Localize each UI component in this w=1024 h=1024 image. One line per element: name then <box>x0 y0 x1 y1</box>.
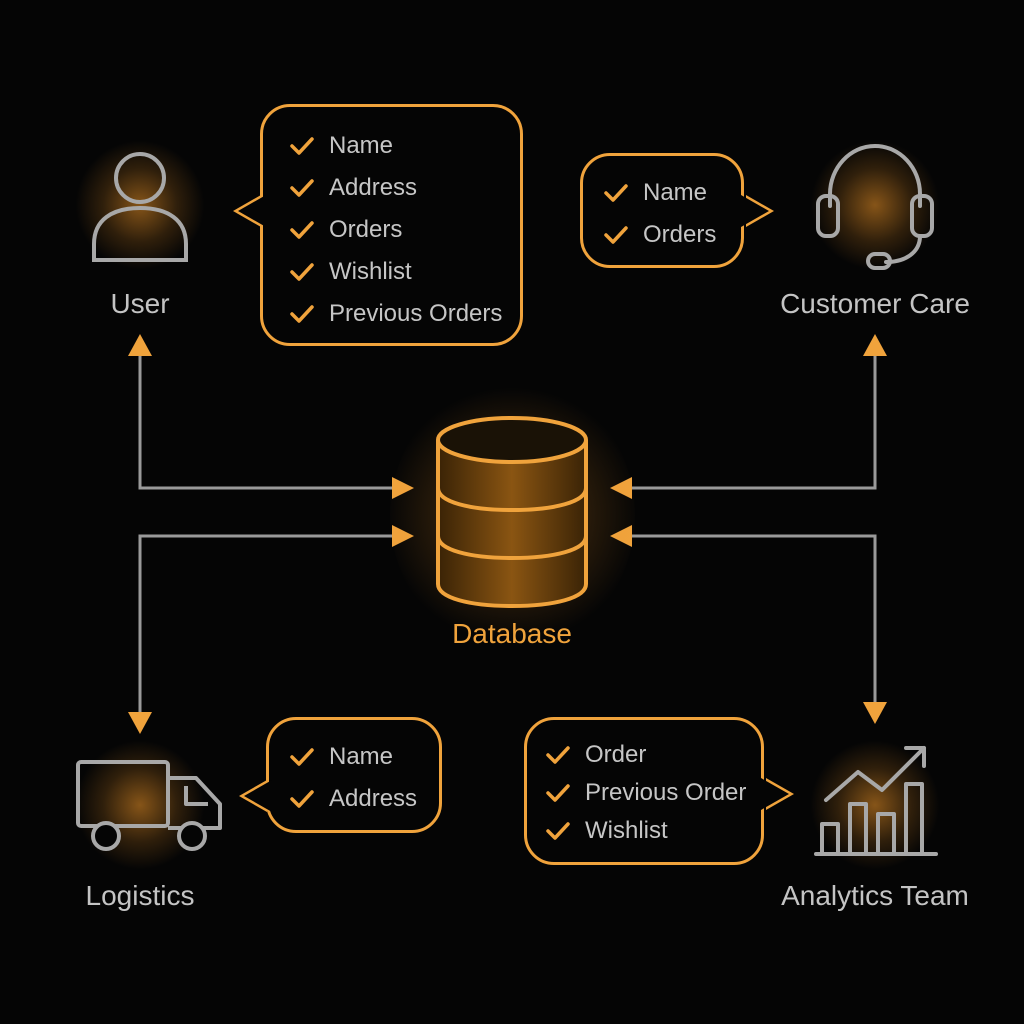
checkmark-icon <box>603 182 629 204</box>
list-item: Address <box>289 167 520 209</box>
list-item-label: Previous Order <box>585 779 747 806</box>
user-icon <box>88 150 192 271</box>
truck-icon <box>74 756 226 861</box>
checkmark-icon <box>289 261 315 283</box>
database-icon <box>434 414 590 615</box>
arrowhead-to-customer-care <box>863 334 887 356</box>
arrowhead-to-db-top-right <box>610 477 632 499</box>
list-item-label: Address <box>329 174 418 201</box>
checkmark-icon <box>289 303 315 325</box>
checkmark-icon <box>289 788 315 810</box>
list-item: Address <box>289 778 439 820</box>
customer-care-label: Customer Care <box>780 288 970 319</box>
arrowhead-to-logistics <box>128 712 152 734</box>
checkmark-icon <box>289 746 315 768</box>
user-label: User <box>110 288 170 319</box>
list-item: Name <box>289 125 520 167</box>
checkmark-icon <box>545 820 571 842</box>
analytics-glow <box>810 740 940 870</box>
db-analytics-connector <box>628 534 877 706</box>
checkmark-icon <box>289 135 315 157</box>
database-label: Database <box>452 618 572 649</box>
user-db-connector <box>138 350 395 490</box>
list-item: Orders <box>289 209 520 251</box>
list-item-label: Wishlist <box>329 258 412 285</box>
arrowhead-to-analytics <box>863 702 887 724</box>
headset-icon <box>812 140 938 279</box>
checkmark-icon <box>545 744 571 766</box>
checkmark-icon <box>603 224 629 246</box>
list-item: Order <box>545 736 761 774</box>
arrowhead-to-db-top-left <box>392 477 414 499</box>
list-item: Previous Order <box>545 774 761 812</box>
db-logistics-connector <box>138 534 395 718</box>
list-item-label: Name <box>643 179 708 206</box>
list-item-label: Order <box>585 741 647 768</box>
list-item-label: Wishlist <box>585 817 668 844</box>
care-db-connector <box>628 350 877 490</box>
arrowhead-to-db-bottom-left <box>392 525 414 547</box>
list-item-label: Name <box>329 132 394 159</box>
list-item-label: Orders <box>643 221 717 248</box>
list-item: Previous Orders <box>289 293 520 335</box>
list-item: Wishlist <box>545 812 761 850</box>
list-item: Name <box>603 172 741 214</box>
arrowhead-to-user <box>128 334 152 356</box>
list-item-label: Orders <box>329 216 403 243</box>
list-item-label: Address <box>329 785 418 812</box>
list-item-label: Previous Orders <box>329 300 503 327</box>
checkmark-icon <box>545 782 571 804</box>
list-item: Wishlist <box>289 251 520 293</box>
user-glow <box>75 140 205 270</box>
logistics-label: Logistics <box>85 880 195 911</box>
list-item-label: Name <box>329 743 394 770</box>
checkmark-icon <box>289 219 315 241</box>
list-item: Orders <box>603 214 741 256</box>
growth-chart-icon <box>812 740 942 865</box>
analytics-label: Analytics Team <box>781 880 969 911</box>
list-item: Name <box>289 736 439 778</box>
checkmark-icon <box>289 177 315 199</box>
arrowhead-to-db-bottom-right <box>610 525 632 547</box>
